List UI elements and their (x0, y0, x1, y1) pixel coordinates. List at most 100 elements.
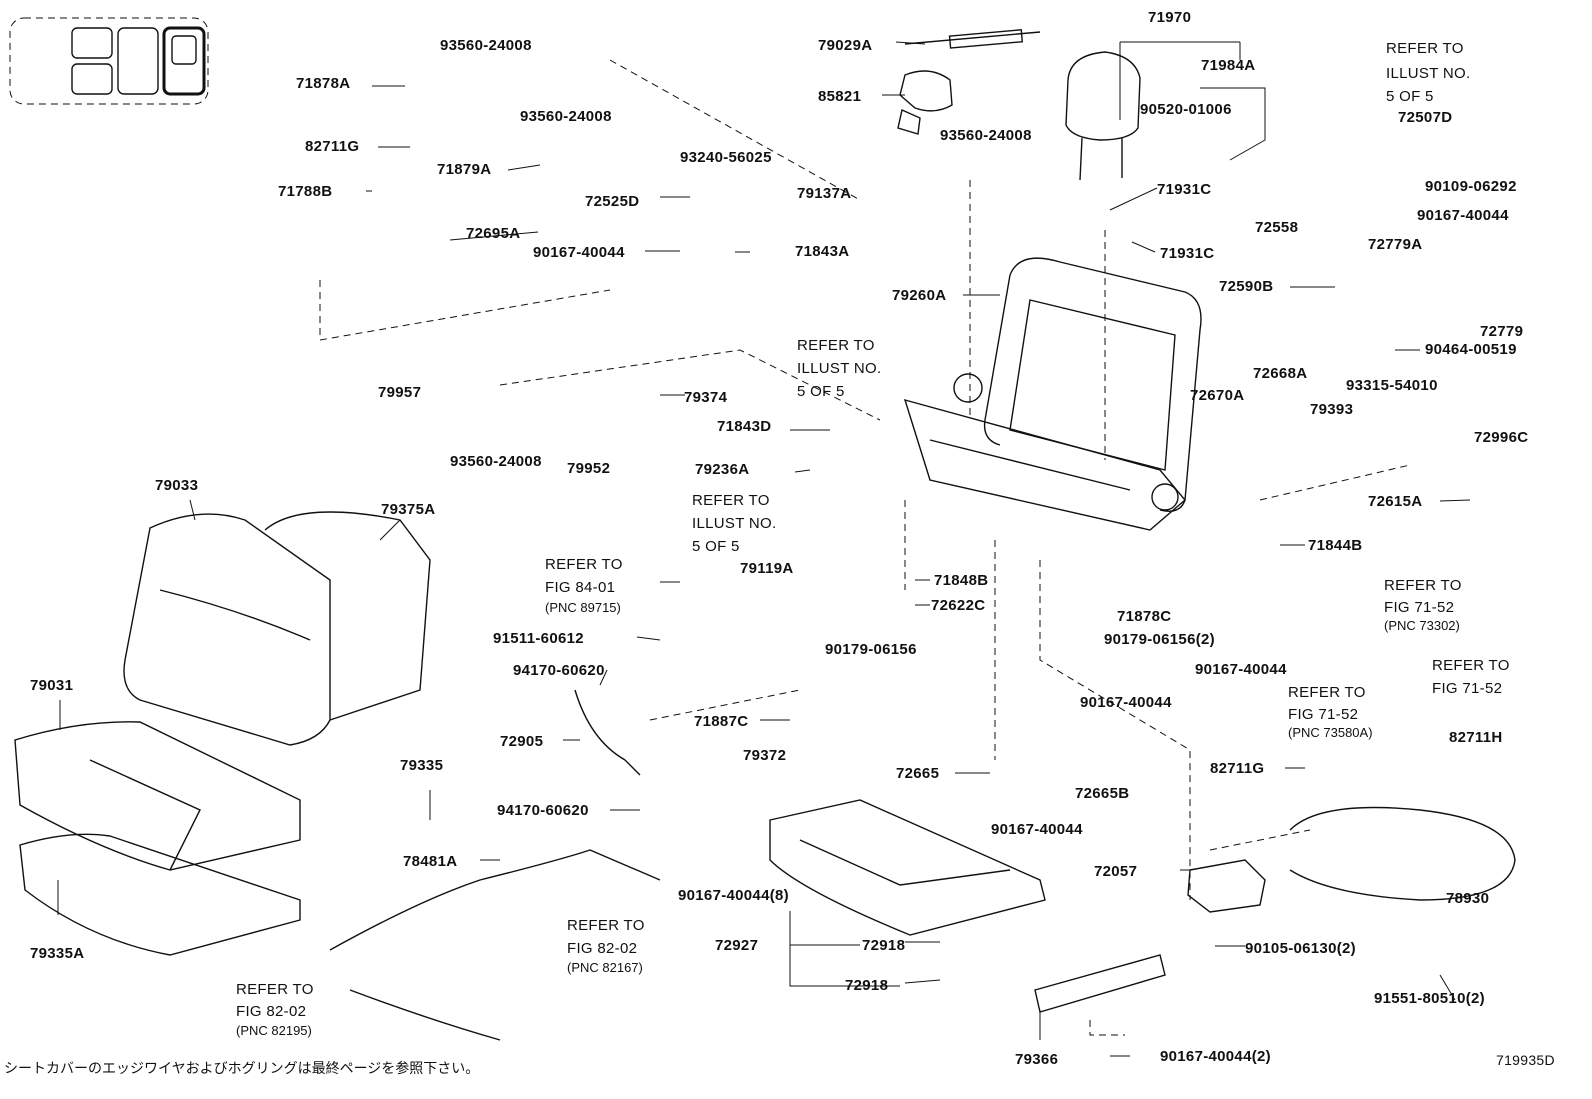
part-callout-label: 93240-56025 (680, 149, 772, 166)
part-callout-label: 72779 (1480, 323, 1523, 340)
reference-note-line: REFER TO (692, 492, 770, 509)
part-callout-label: 72695A (466, 225, 520, 242)
part-callout-label: 90167-40044(8) (678, 887, 789, 904)
part-callout-label: 90105-06130(2) (1245, 940, 1356, 957)
part-callout-label: 72057 (1094, 863, 1137, 880)
part-callout-label: 72996C (1474, 429, 1528, 446)
part-callout-label: 72927 (715, 937, 758, 954)
part-callout-label: 72525D (585, 193, 639, 210)
part-callout-label: 79393 (1310, 401, 1353, 418)
seat-base-part (769, 799, 1046, 936)
part-callout-label: 90167-40044(2) (1160, 1048, 1271, 1065)
reference-note-line: REFER TO (545, 556, 623, 573)
reference-note-line: FIG 82-02 (567, 940, 637, 957)
part-callout-label: 78481A (403, 853, 457, 870)
reference-note-line: (PNC 82195) (236, 1023, 312, 1038)
reference-note-line: (PNC 82167) (567, 960, 643, 975)
part-callout-label: 91511-60612 (493, 630, 584, 647)
callout-labels: 7197079029A8582171984A90520-0100693560-2… (30, 9, 1528, 1068)
part-callout-label: 93560-24008 (450, 453, 542, 470)
cable-part (1289, 806, 1516, 901)
reference-note-line: (PNC 73302) (1384, 618, 1460, 633)
part-callout-label: 90167-40044 (1195, 661, 1287, 678)
part-callout-label: 71970 (1148, 9, 1191, 26)
reference-note-line: REFER TO (1432, 657, 1510, 674)
part-callout-label: 79137A (797, 185, 851, 202)
part-callout-label: 79366 (1015, 1051, 1058, 1068)
part-callout-label: 71878C (1117, 608, 1171, 625)
part-callout-label: 90167-40044 (991, 821, 1083, 838)
part-callout-label: 93560-24008 (940, 127, 1032, 144)
reference-notes: REFER TO ILLUST NO. 5 OF 5 REFER TO ILLUST N… (236, 40, 1510, 1038)
part-callout-label: 72668A (1253, 365, 1307, 382)
reference-note-line: FIG 71-52 (1384, 599, 1454, 616)
part-callout-label: 90464-00519 (1425, 341, 1517, 358)
part-callout-label: 94170-60620 (497, 802, 589, 819)
reference-note-line: ILLUST NO. (692, 515, 776, 532)
part-callout-label: 72779A (1368, 236, 1422, 253)
reference-note-line: FIG 82-02 (236, 1003, 306, 1020)
part-callout-label: 91551-80510(2) (1374, 990, 1485, 1007)
part-callout-label: 90167-40044 (533, 244, 625, 261)
damper-part (904, 29, 1041, 49)
part-callout-label: 93315-54010 (1346, 377, 1438, 394)
part-callout-label: 79375A (381, 501, 435, 518)
reference-note-line: REFER TO (1288, 684, 1366, 701)
wire-harness-part (574, 689, 641, 776)
part-callout-label: 90109-06292 (1425, 178, 1517, 195)
part-callout-label: 71931C (1157, 181, 1211, 198)
part-callout-label: 90179-06156(2) (1104, 631, 1215, 648)
reference-note-line: ILLUST NO. (797, 360, 881, 377)
part-callout-label: 72918 (845, 977, 888, 994)
motor-part (897, 70, 953, 135)
cover-strip-part (1034, 954, 1166, 1013)
wire-harness-part (329, 849, 661, 951)
part-callout-label: 79031 (30, 677, 73, 694)
part-callout-label: 71843D (717, 418, 771, 435)
part-callout-label: 79372 (743, 747, 786, 764)
part-callout-label: 72670A (1190, 387, 1244, 404)
part-callout-label: 71887C (694, 713, 748, 730)
part-callout-label: 90167-40044 (1080, 694, 1172, 711)
part-callout-label: 82711G (1210, 760, 1264, 777)
part-callout-label: 72665 (896, 765, 939, 782)
part-callout-label: 78930 (1446, 890, 1489, 907)
part-callout-label: 79335A (30, 945, 84, 962)
part-callout-label: 72905 (500, 733, 543, 750)
part-callout-label: 71878A (296, 75, 350, 92)
part-callout-label: 93560-24008 (520, 108, 612, 125)
part-callout-label: 79374 (684, 389, 728, 406)
part-callout-label: 85821 (818, 88, 861, 105)
part-callout-label: 71879A (437, 161, 491, 178)
part-callout-label: 72615A (1368, 493, 1422, 510)
seat-pad-part (19, 833, 301, 956)
seatback-cushion-part (123, 511, 431, 746)
part-callout-label: 72622C (931, 597, 985, 614)
reference-note-line: 5 OF 5 (1386, 88, 1434, 105)
reference-note-line: FIG 84-01 (545, 579, 615, 596)
part-callout-label: 79952 (567, 460, 610, 477)
part-callout-label: 71844B (1308, 537, 1362, 554)
part-callout-label: 93560-24008 (440, 37, 532, 54)
part-callout-label: 79236A (695, 461, 749, 478)
vehicle-locator-icon (9, 17, 209, 105)
reference-note-line: 5 OF 5 (692, 538, 740, 555)
figure-code: 719935D (1496, 1052, 1555, 1068)
reference-note-line: REFER TO (1384, 577, 1462, 594)
reference-note-line: ILLUST NO. (1386, 65, 1470, 82)
part-callout-label: 79119A (740, 560, 794, 577)
part-callout-label: 79335 (400, 757, 443, 774)
wire-harness-part (349, 989, 501, 1041)
part-callout-label: 72590B (1219, 278, 1273, 295)
part-callout-label: 72558 (1255, 219, 1298, 236)
reference-note-line: 5 OF 5 (797, 383, 845, 400)
part-callout-label: 82711G (305, 138, 359, 155)
part-callout-label: 72665B (1075, 785, 1129, 802)
part-callout-label: 79260A (892, 287, 946, 304)
reference-lines (319, 59, 1411, 1036)
part-callout-label: 79033 (155, 477, 198, 494)
seat-cushion-part (14, 721, 301, 871)
part-callout-label: 71848B (934, 572, 988, 589)
part-callout-label: 94170-60620 (513, 662, 605, 679)
